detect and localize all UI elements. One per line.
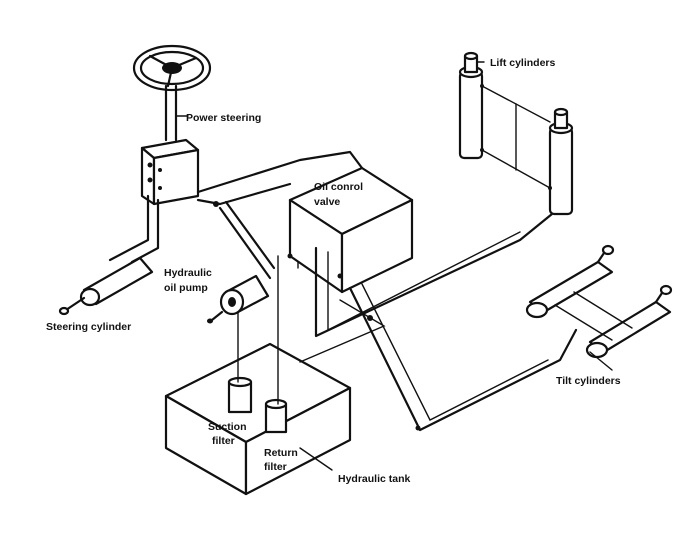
leader-lines [175, 61, 613, 471]
label-hydraulic-oil-pump-1: Hydraulic [164, 267, 212, 279]
tilt-cylinders [525, 244, 673, 359]
label-hydraulic-tank: Hydraulic tank [338, 473, 411, 485]
lift-cylinder-links [480, 84, 552, 190]
label-return-filter-1: Return [264, 447, 298, 459]
hydraulic-lines [108, 150, 578, 432]
label-steering-cylinder: Steering cylinder [46, 321, 131, 333]
hydraulic-oil-pump [207, 274, 270, 324]
lift-cylinder-left [458, 51, 484, 160]
suction-filter [227, 376, 253, 414]
steering-column [164, 84, 178, 142]
power-steering-unit [140, 138, 200, 206]
label-power-steering: Power steering [186, 112, 261, 124]
label-oil-control-valve-1: Oil conrol [314, 181, 363, 193]
label-oil-control-valve-2: valve [314, 196, 340, 208]
label-suction-filter-1: Suction [208, 421, 247, 433]
label-tilt-cylinders: Tilt cylinders [556, 375, 621, 387]
steering-wheel [132, 44, 212, 92]
lift-cylinder-right [548, 107, 574, 216]
label-return-filter-2: filter [264, 461, 287, 473]
hydraulic-tank [164, 342, 352, 496]
steering-cylinder [58, 256, 154, 316]
return-filter [264, 398, 288, 434]
oil-control-valve [288, 166, 414, 294]
label-hydraulic-oil-pump-2: oil pump [164, 282, 208, 294]
label-suction-filter-2: filter [212, 435, 235, 447]
label-lift-cylinders: Lift cylinders [490, 57, 556, 69]
